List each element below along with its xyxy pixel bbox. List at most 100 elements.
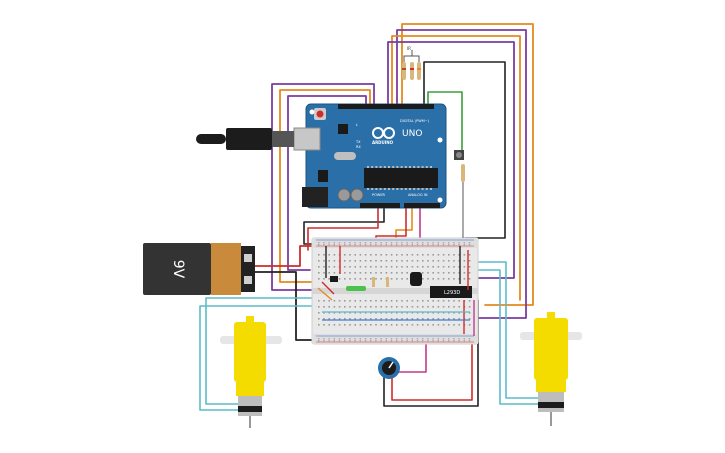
dc-motor-right	[520, 312, 582, 426]
breadboard-hole	[385, 254, 388, 256]
rail-hole	[359, 340, 361, 342]
breadboard-hole	[453, 278, 455, 280]
rail-hole	[453, 338, 455, 340]
rail-hole	[338, 340, 341, 342]
breadboard-hole	[432, 318, 434, 320]
breadboard-hole	[385, 312, 388, 314]
chip-pin	[425, 166, 428, 168]
breadboard-hole	[411, 318, 414, 320]
breadboard-hole	[375, 300, 377, 302]
rail-hole	[468, 242, 471, 244]
rail-hole	[463, 338, 465, 340]
rail-hole	[437, 242, 439, 244]
breadboard-hole	[442, 272, 445, 274]
wire-black-top	[423, 61, 506, 239]
breadboard-hole	[406, 266, 408, 268]
breadboard-hole	[411, 312, 414, 314]
breadboard-hole	[390, 312, 393, 314]
breadboard-hole	[432, 300, 434, 302]
rail-hole	[442, 340, 445, 342]
breadboard-hole	[453, 260, 455, 262]
breadboard-hole	[468, 318, 471, 320]
breadboard-hole	[328, 324, 330, 326]
rail-hole	[463, 244, 465, 246]
breadboard-hole	[437, 300, 440, 302]
breadboard-hole	[432, 306, 434, 308]
l293d-chip	[430, 286, 472, 298]
wire-motor-right-cyan-2	[459, 269, 539, 405]
rail-hole	[458, 244, 460, 246]
rail-hole	[448, 242, 450, 244]
breadboard-hole	[468, 312, 471, 314]
breadboard-hole	[364, 272, 367, 274]
rail-hole	[328, 338, 330, 340]
breadboard-hole	[396, 266, 398, 268]
rail-hole	[422, 244, 424, 246]
breadboard-hole	[427, 278, 429, 280]
rail-hole	[390, 340, 393, 342]
breadboard-hole	[448, 254, 450, 256]
rail-hole	[390, 244, 393, 246]
chip-pin	[375, 166, 378, 168]
chip-pin	[383, 166, 386, 168]
breadboard-hole	[344, 254, 346, 256]
breadboard-hole	[406, 306, 408, 308]
breadboard-hole	[432, 312, 434, 314]
rail-hole	[432, 338, 434, 340]
breadboard-hole	[442, 300, 445, 302]
breadboard-hole	[380, 306, 382, 308]
rail-hole	[385, 242, 387, 244]
breadboard-hole	[406, 260, 408, 262]
breadboard-hole	[328, 312, 330, 314]
breadboard-hole	[422, 306, 424, 308]
breadboard-hole	[359, 278, 362, 280]
breadboard-hole	[453, 266, 455, 268]
chip-pin	[425, 188, 428, 190]
breadboard-hole	[411, 254, 414, 256]
arduino-brand: ARDUINO	[372, 140, 394, 145]
breadboard-hole	[333, 300, 336, 302]
breadboard-components: L293D	[317, 246, 475, 336]
breadboard-hole	[442, 312, 445, 314]
rail-hole	[344, 340, 346, 342]
breadboard-hole	[349, 260, 351, 262]
breadboard-hole	[406, 312, 408, 314]
breadboard-hole	[422, 266, 424, 268]
breadboard-hole	[463, 272, 466, 274]
breadboard-hole	[406, 272, 408, 274]
breadboard-hole	[328, 254, 330, 256]
breadboard-hole	[338, 278, 341, 280]
breadboard-hole	[422, 278, 424, 280]
breadboard-hole	[437, 266, 440, 268]
wire-orange-top-1	[401, 23, 534, 306]
breadboard-hole	[349, 312, 351, 314]
breadboard-hole	[323, 312, 325, 314]
l293d-label: L293D	[444, 290, 460, 296]
rail-hole	[458, 338, 460, 340]
breadboard-hole	[323, 300, 325, 302]
rail-hole	[422, 338, 424, 340]
breadboard-hole	[318, 278, 320, 280]
breadboard-hole	[323, 318, 325, 320]
breadboard-hole	[344, 318, 346, 320]
breadboard-hole	[396, 254, 398, 256]
breadboard-hole	[416, 260, 419, 262]
chip-pin	[379, 166, 382, 168]
breadboard-hole	[349, 254, 351, 256]
breadboard-hole	[416, 318, 419, 320]
breadboard-hole	[463, 260, 466, 262]
breadboard-hole	[318, 300, 320, 302]
breadboard-hole	[380, 324, 382, 326]
breadboard-hole	[442, 324, 445, 326]
breadboard-hole	[370, 306, 372, 308]
breadboard-hole	[323, 324, 325, 326]
breadboard-hole	[401, 272, 403, 274]
battery-label: 9V	[170, 260, 186, 279]
rail-hole	[354, 244, 356, 246]
breadboard-hole	[448, 306, 450, 308]
chip-pin	[409, 166, 411, 168]
wire-pot-red	[391, 319, 473, 401]
rail-hole	[333, 242, 335, 244]
arduino-logo	[372, 127, 395, 139]
breadboard-hole	[323, 254, 325, 256]
